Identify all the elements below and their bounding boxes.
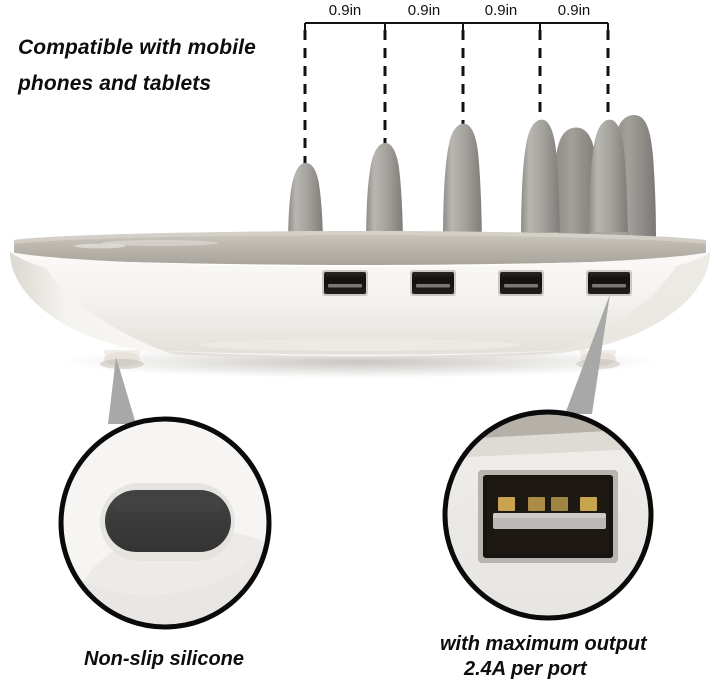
pointer-to-foot bbox=[108, 357, 136, 424]
dimension-label-3: 0.9in bbox=[484, 2, 518, 19]
dimension-bracket bbox=[304, 22, 609, 36]
dock-body bbox=[10, 252, 710, 358]
pointer-to-usb bbox=[565, 294, 610, 414]
usb-pin-4 bbox=[580, 497, 597, 511]
usb-port-4 bbox=[586, 270, 632, 296]
usb-port-2 bbox=[410, 270, 456, 296]
usb-pin-3 bbox=[551, 497, 568, 511]
dimension-label-4: 0.9in bbox=[557, 2, 591, 19]
headline-line-1: Compatible with mobile bbox=[18, 36, 256, 59]
callout-caption-non-slip-silicone: Non-slip silicone bbox=[84, 648, 245, 670]
usb-port-3 bbox=[498, 270, 544, 296]
callout-caption-usb-output: with maximum output 2.4A per port bbox=[440, 632, 647, 682]
fin-3 bbox=[443, 123, 482, 250]
usb-port-1 bbox=[322, 270, 368, 296]
usb-pin-2 bbox=[528, 497, 545, 511]
headline-line-2: phones and tablets bbox=[18, 72, 212, 95]
callout-circle-outline-right bbox=[442, 409, 654, 621]
usb-caption-line-1: with maximum output bbox=[440, 633, 647, 655]
callout-non-slip-silicone bbox=[58, 416, 272, 630]
callout-pointers bbox=[108, 294, 610, 424]
callout-usb-output bbox=[442, 409, 654, 621]
fin-4 bbox=[521, 119, 560, 250]
fin-5 bbox=[589, 119, 628, 250]
callout-circle-outline-left bbox=[58, 416, 272, 630]
usb-pin-1 bbox=[498, 497, 515, 511]
fin-1 bbox=[288, 162, 323, 250]
dock-top-deck bbox=[14, 231, 706, 265]
non-slip-pad bbox=[105, 490, 231, 552]
dimension-label-2: 0.9in bbox=[407, 2, 441, 19]
usb-port-detail bbox=[478, 470, 618, 563]
dock-usb-ports bbox=[322, 270, 632, 296]
usb-caption-line-2: 2.4A per port bbox=[464, 658, 587, 680]
fin-2 bbox=[366, 142, 403, 250]
dimension-label-1: 0.9in bbox=[328, 2, 362, 19]
